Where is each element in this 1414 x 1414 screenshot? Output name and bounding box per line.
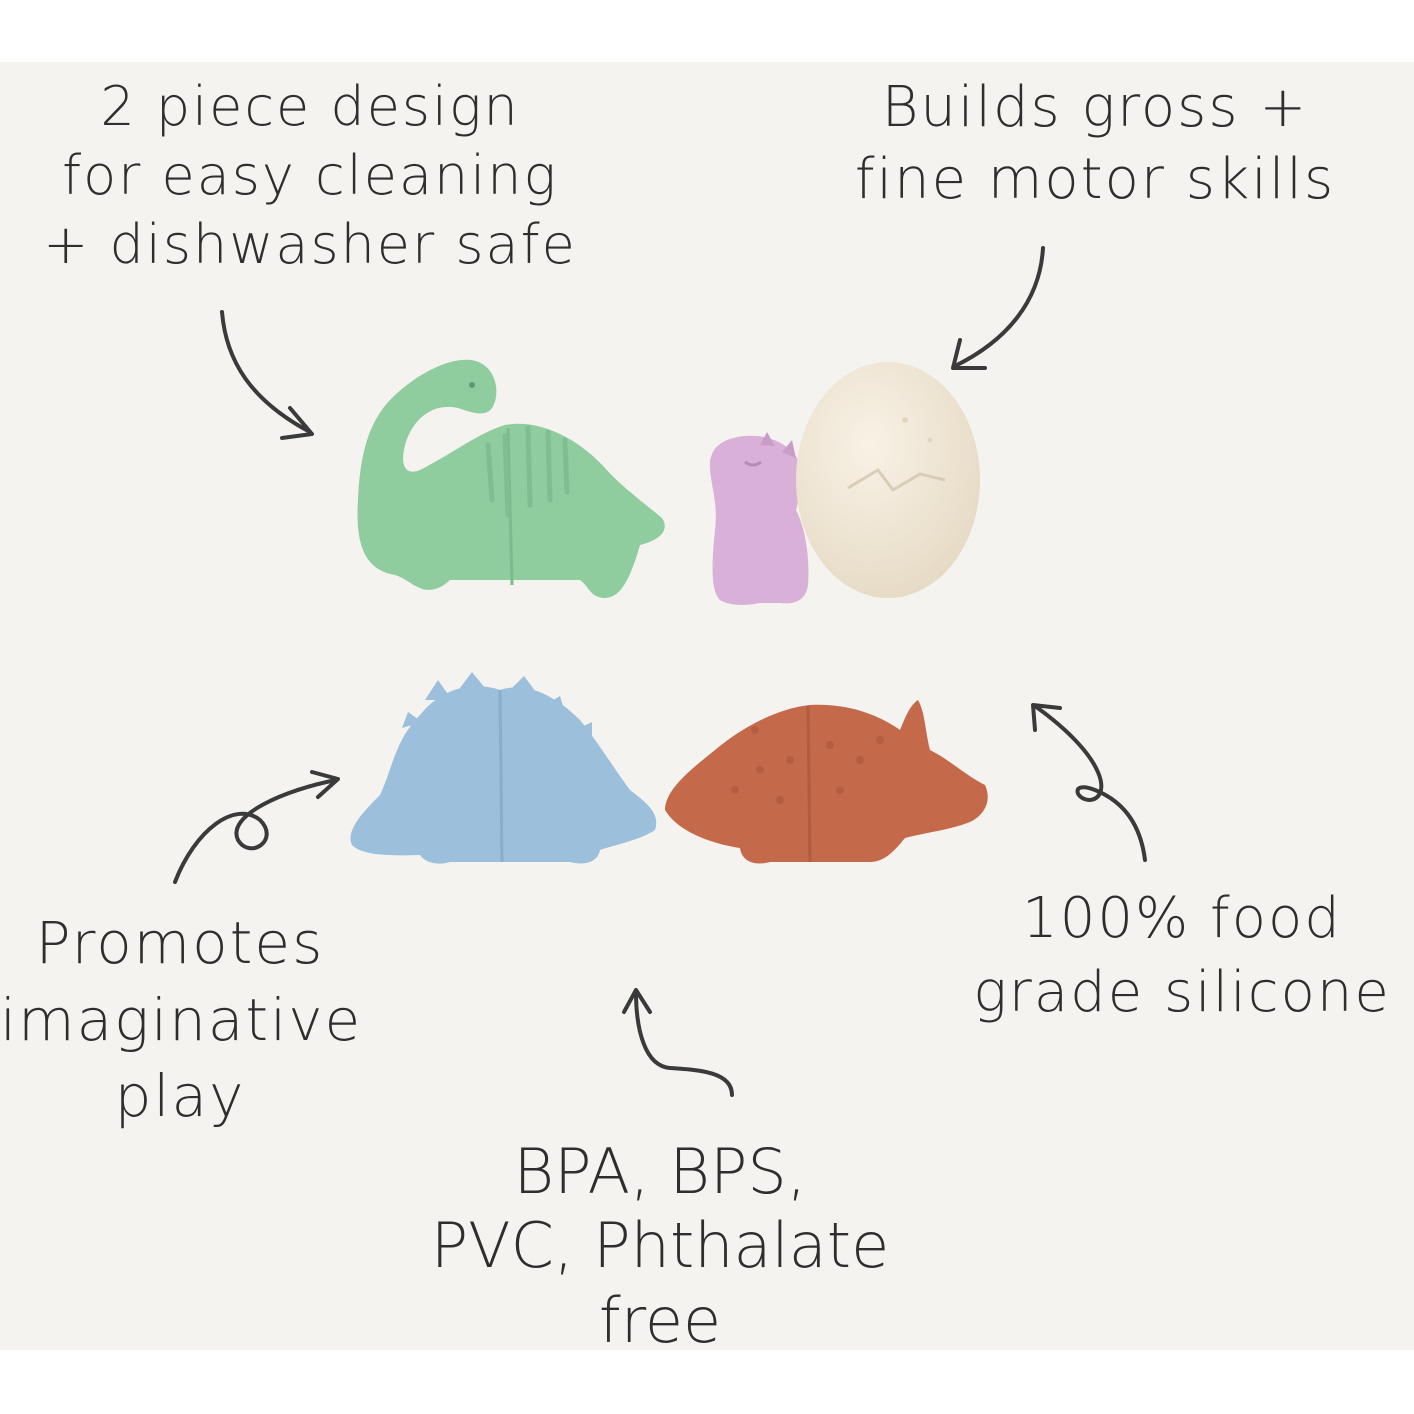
arrow-silicone [1033, 704, 1147, 862]
arrow-motor-head [951, 338, 987, 370]
callout-line: Builds gross + [881, 75, 1309, 140]
arrow-motor [953, 246, 1045, 368]
arrow-play-head [310, 770, 340, 799]
arrow-play [173, 778, 338, 884]
callout-line: fine motor skills [854, 146, 1336, 212]
callout-line: imaginative [0, 985, 363, 1054]
stegosaurus-toy [350, 672, 657, 864]
arrow-free [634, 990, 734, 1097]
baby-dino-toy [709, 432, 809, 605]
callout-imaginative-play: Promotes imaginative play [0, 905, 360, 1135]
product-panel [0, 62, 1414, 1350]
arrow-cleaning [220, 310, 312, 434]
callout-line: BPA, BPS, [513, 1135, 807, 1208]
callout-food-grade-silicone: 100% food grade silicone [950, 882, 1414, 1030]
callout-line: play [114, 1062, 246, 1131]
callout-cleaning: 2 piece design for easy cleaning + dishw… [10, 72, 610, 279]
callout-line: grade silicone [973, 959, 1391, 1025]
callout-line: PVC, Phthalate [430, 1209, 890, 1283]
callout-line: Promotes [35, 909, 325, 977]
callout-line: 100% food [1022, 886, 1342, 951]
arrow-silicone-head [1031, 703, 1062, 732]
callout-motor-skills: Builds gross + fine motor skills [820, 72, 1370, 215]
arrow-cleaning-head [280, 406, 314, 440]
callout-line: for easy cleaning [62, 144, 558, 208]
callout-chemical-free: BPA, BPS, PVC, Phthalate free [400, 1135, 920, 1358]
callout-line: 2 piece design [100, 75, 520, 138]
arrow-free-head [622, 988, 652, 1014]
triceratops-toy [665, 700, 988, 864]
callout-line: + dishwasher safe [43, 213, 577, 277]
callout-line: free [598, 1283, 722, 1357]
brachiosaurus-toy [357, 359, 665, 598]
egg-toy [796, 362, 980, 598]
